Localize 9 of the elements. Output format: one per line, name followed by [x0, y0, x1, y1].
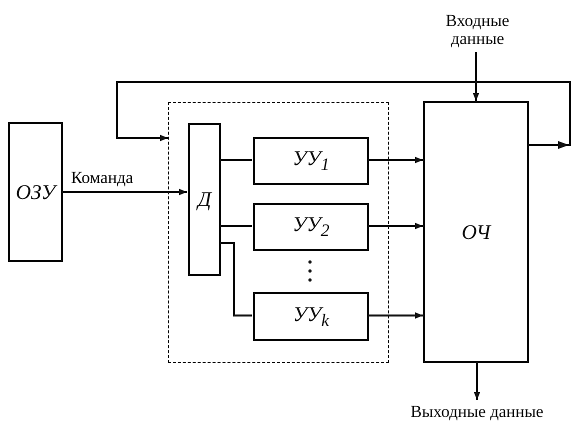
block-box: УУ$_{2}$ [253, 203, 369, 251]
block-box: УУ$_{1}$ [253, 137, 369, 185]
io-text: Входные данные [444, 12, 510, 48]
block-box: УУ$_{k}$ [253, 292, 369, 341]
group-box [168, 102, 389, 363]
block-box: Д [188, 123, 221, 276]
io-text: Выходные данные [410, 403, 544, 421]
block-box: ОЧ [423, 101, 529, 363]
block-box: ОЗУ [8, 122, 63, 262]
